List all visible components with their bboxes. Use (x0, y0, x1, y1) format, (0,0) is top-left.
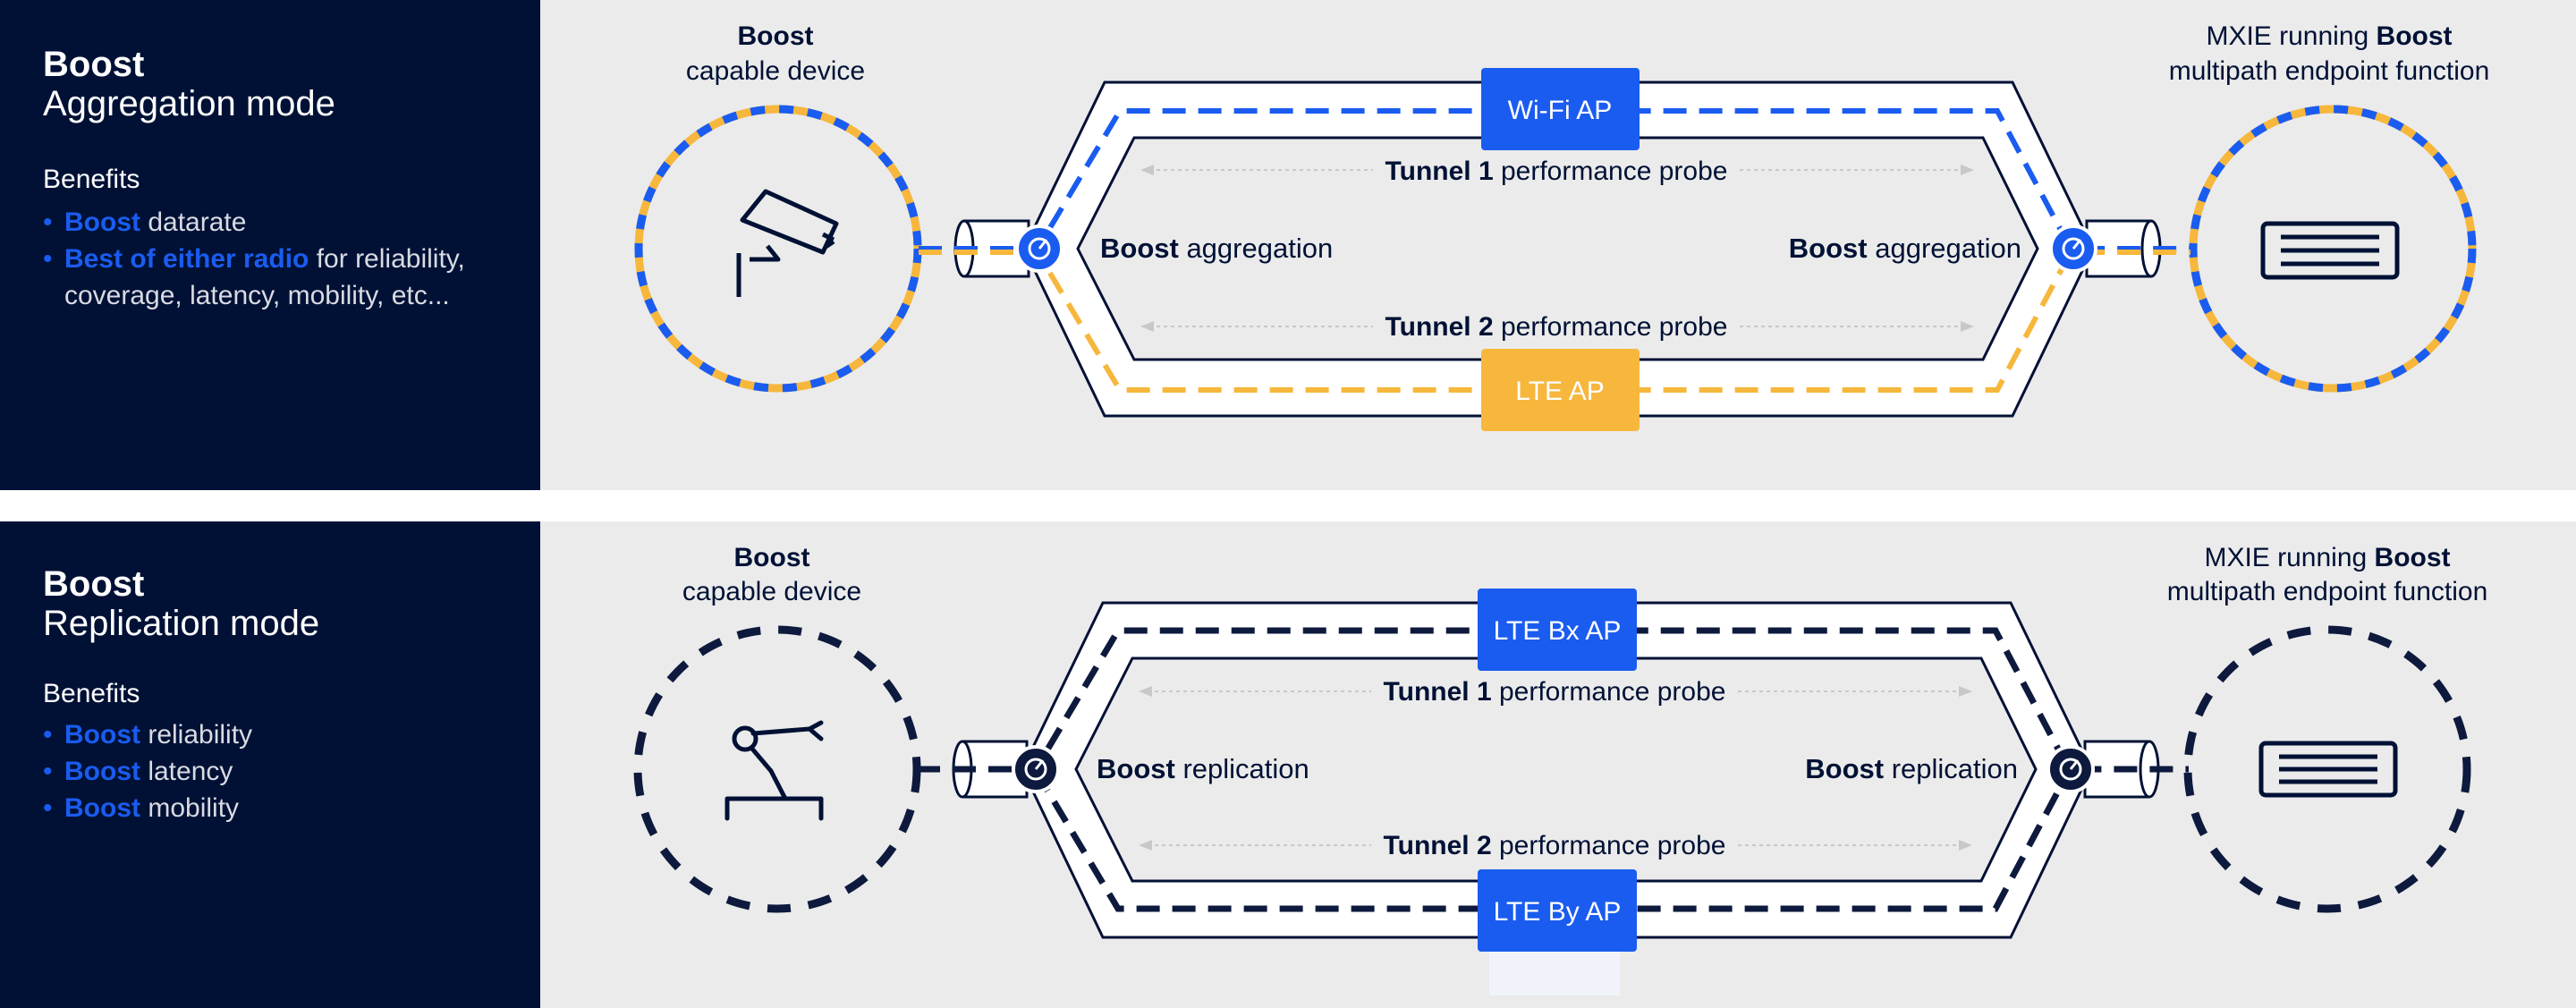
right-boost-node (2046, 745, 2095, 793)
probe-label-2: Tunnel 2 performance probe (1384, 831, 1726, 860)
benefit-highlight: Boost (64, 793, 140, 823)
server-icon (2258, 741, 2398, 798)
mode-title-bold: Boost (43, 564, 145, 604)
right-device-circle (2189, 105, 2477, 393)
benefit-text: for reliability, coverage, latency, mobi… (64, 244, 465, 310)
right-device-label: multipath endpoint function (2169, 56, 2490, 86)
lte-by-ap-label: LTE By AP (1494, 897, 1622, 927)
wifi-ap-box: Wi-Fi AP (1481, 68, 1640, 150)
tunnel-inner (1074, 656, 2038, 883)
left-device-label: capable device (682, 577, 861, 606)
benefits-list: Boost datarate Best of either radio for … (43, 204, 526, 314)
replication-panel: Boost Replication mode Benefits Boost re… (0, 521, 2576, 1008)
benefit-text: latency (140, 757, 233, 786)
aggregation-panel: Boost Aggregation mode Benefits Boost da… (0, 0, 2576, 490)
left-device-label-bold: Boost (738, 21, 814, 51)
replication-diagram: Boost capable device MXIE running Boost … (540, 521, 2576, 1008)
mode-title: Aggregation mode (43, 84, 335, 123)
benefits-heading: Benefits (43, 679, 140, 708)
left-device-label: capable device (686, 56, 865, 86)
lte-bx-ap-label: LTE Bx AP (1494, 616, 1622, 646)
left-device-label-bold: Boost (734, 543, 810, 572)
tunnel-inner (1076, 136, 2039, 361)
mode-title: Replication mode (43, 604, 320, 643)
mode-title-bold: Boost (43, 45, 145, 84)
probe-line-2 (1139, 840, 1972, 851)
right-function-label: Boost replication (1805, 753, 2018, 784)
right-device-label-top: MXIE running Boost (2204, 543, 2450, 572)
lte-by-ap-box: LTE By AP (1478, 869, 1637, 995)
right-device-label-top: MXIE running Boost (2206, 21, 2452, 51)
right-boost-node (2049, 224, 2097, 273)
lte-by-path (1032, 769, 2072, 912)
probe-label-1: Tunnel 1 performance probe (1385, 157, 1728, 186)
aggregation-sidebar: Boost Aggregation mode Benefits Boost da… (0, 0, 540, 490)
robot-arm-icon (724, 720, 824, 821)
probe-line-1 (1140, 165, 1974, 175)
aggregation-diagram-svg: Boost capable device MXIE running Boost … (634, 21, 2490, 431)
lte-ap-box: LTE AP (1481, 349, 1640, 431)
replication-sidebar: Boost Replication mode Benefits Boost re… (0, 521, 540, 1008)
left-boost-node (1015, 224, 1063, 273)
probe-line-1 (1139, 686, 1972, 697)
benefit-highlight: Boost (64, 720, 140, 750)
aggregation-diagram: Boost capable device MXIE running Boost … (540, 0, 2576, 490)
right-device-circle (2183, 625, 2471, 913)
probe-label-2: Tunnel 2 performance probe (1385, 312, 1728, 342)
left-device-circle (633, 625, 921, 913)
benefit-item: Boost reliability (43, 716, 526, 753)
replication-diagram-svg: Boost capable device MXIE running Boost … (633, 543, 2488, 995)
left-function-label: Boost replication (1097, 753, 1309, 784)
right-function-label: Boost aggregation (1789, 233, 2021, 264)
benefits-list: Boost reliability Boost latency Boost mo… (43, 716, 526, 826)
benefit-item: Boost mobility (43, 790, 526, 826)
benefit-highlight: Boost (64, 208, 140, 237)
left-device-circle (634, 105, 922, 393)
security-camera-icon (736, 189, 839, 297)
benefit-item: Boost datarate (43, 204, 526, 241)
wifi-ap-label: Wi-Fi AP (1508, 96, 1613, 125)
benefit-text: mobility (140, 793, 240, 823)
lte-bx-ap-box: LTE Bx AP (1478, 589, 1637, 671)
right-device-label: multipath endpoint function (2167, 577, 2488, 606)
benefit-highlight: Boost (64, 757, 140, 786)
probe-line-2 (1140, 321, 1974, 332)
left-function-label: Boost aggregation (1100, 233, 1333, 264)
probe-label-1: Tunnel 1 performance probe (1384, 677, 1726, 707)
benefit-text: datarate (140, 208, 247, 237)
benefit-item: Best of either radio for reliability, co… (43, 241, 526, 314)
server-icon (2260, 221, 2400, 280)
benefits-heading: Benefits (43, 165, 140, 194)
benefit-item: Boost latency (43, 753, 526, 790)
benefit-text: reliability (140, 720, 253, 750)
left-boost-node (1012, 745, 1060, 793)
lte-ap-label: LTE AP (1515, 377, 1605, 406)
benefit-highlight: Best of either radio (64, 244, 309, 274)
